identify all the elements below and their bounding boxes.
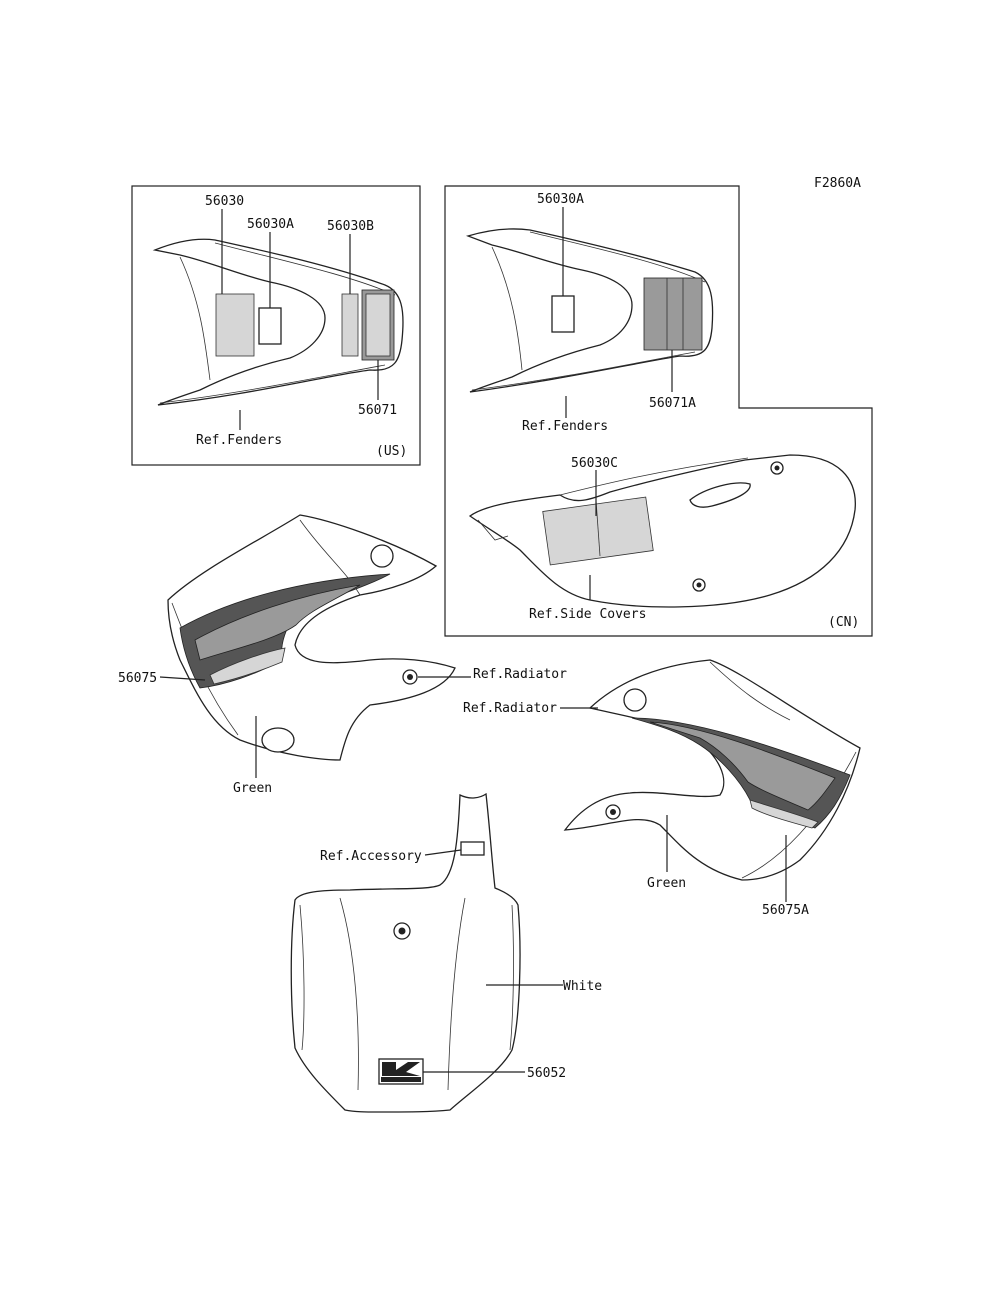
cn-decal-56030a — [551, 295, 575, 333]
cn-label-56030a: 56030A — [537, 192, 584, 207]
us-label-56030: 56030 — [205, 194, 244, 209]
right-label-green: Green — [647, 876, 686, 891]
cn-panel-frame — [444, 185, 873, 637]
us-decal-56030 — [215, 293, 255, 357]
cn-label-56071a: 56071A — [649, 396, 696, 411]
plate-accessory-block — [460, 841, 485, 856]
cn-parts-panel: 56030A 56071A Ref.Fenders 56030C Ref.Sid… — [444, 185, 873, 637]
left-label-ref-radiator: Ref.Radiator — [473, 667, 567, 682]
us-label-56071: 56071 — [358, 403, 397, 418]
plate-label-56052: 56052 — [527, 1066, 566, 1081]
plate-label-white: White — [563, 979, 602, 994]
us-label-56030a: 56030A — [247, 217, 294, 232]
cn-label-ref-fenders: Ref.Fenders — [522, 419, 608, 434]
front-number-plate: Ref.Accessory White 56052 — [290, 792, 602, 1113]
plate-body — [290, 792, 521, 1113]
left-radiator-shroud: 56075 Ref.Radiator Green — [118, 514, 567, 796]
cn-label-56030c: 56030C — [571, 456, 618, 471]
us-label-ref-fenders: Ref.Fenders — [196, 433, 282, 448]
us-decal-56030b — [341, 293, 359, 357]
cn-side-cover — [468, 454, 856, 608]
us-label-56030b: 56030B — [327, 219, 374, 234]
us-panel-frame — [131, 185, 421, 466]
cn-label-ref-side-covers: Ref.Side Covers — [529, 607, 646, 622]
figure-code: F2860A — [814, 176, 861, 191]
us-rear-fender — [152, 238, 404, 406]
kawasaki-logo-decal — [378, 1058, 424, 1085]
right-shroud-body — [563, 659, 861, 881]
us-region-tag: (US) — [376, 444, 407, 459]
plate-label-ref-accessory: Ref.Accessory — [320, 849, 422, 864]
right-label-56075a: 56075A — [762, 903, 809, 918]
us-decal-56030a — [258, 307, 282, 345]
cn-region-tag: (CN) — [828, 615, 859, 630]
left-label-56075: 56075 — [118, 671, 157, 686]
cn-rear-fender — [465, 228, 714, 393]
right-label-ref-radiator: Ref.Radiator — [463, 701, 557, 716]
right-radiator-shroud: Ref.Radiator Green 56075A — [463, 659, 861, 918]
cn-decal-56071a — [643, 277, 703, 351]
left-label-green: Green — [233, 781, 272, 796]
us-fender-panel: 56030 56030A 56030B 56071 Ref.Fenders (U… — [131, 185, 421, 466]
